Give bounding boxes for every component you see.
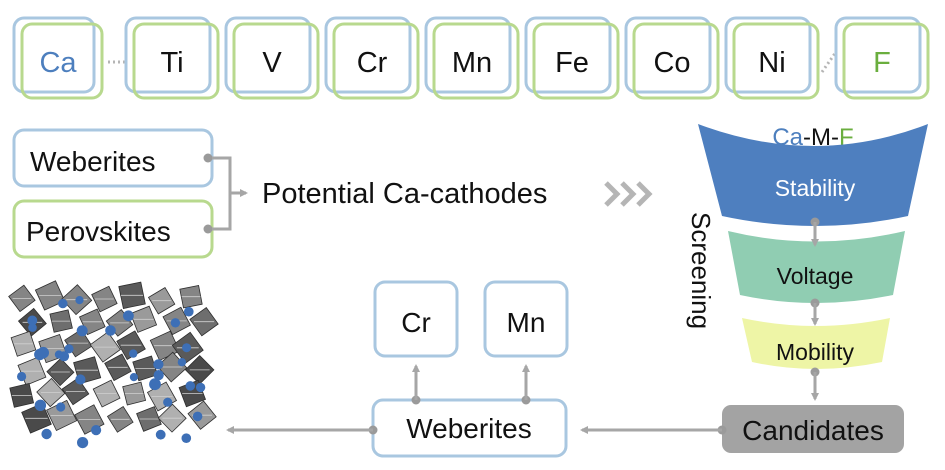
element-row: Ca Ti V Cr Mn: [12, 16, 930, 100]
element-symbol: Mn: [452, 47, 492, 79]
ca-atom-sphere: [58, 298, 68, 309]
funnel-stage-voltage: [728, 231, 905, 303]
weberites-box: Weberites: [12, 128, 214, 188]
ca-atom-sphere: [182, 343, 192, 353]
ca-atom-sphere: [27, 315, 38, 326]
chevron-arrows-icon: [604, 181, 653, 207]
element-symbol: Co: [653, 47, 690, 79]
element-symbol: Ni: [758, 47, 785, 79]
funnel-stage-stability: [698, 124, 928, 226]
ca-atom-sphere: [149, 378, 161, 391]
result-weberites-box: Weberites: [368, 398, 568, 458]
ca-atom-sphere: [192, 411, 203, 422]
element-symbol: Ti: [160, 47, 183, 79]
ca-atom-sphere: [75, 374, 86, 385]
element-card-ni: Ni: [724, 16, 820, 100]
ca-atom-sphere: [185, 381, 196, 391]
ca-atom-sphere: [181, 433, 192, 444]
ca-atom-sphere: [195, 382, 206, 393]
element-card-ca: Ca: [12, 16, 104, 100]
result-flow: Weberites Cr Mn: [226, 280, 727, 458]
ellipsis-dots-right: [820, 51, 838, 73]
ca-atom-sphere: [177, 358, 187, 367]
element-card-ti: Ti: [124, 16, 220, 100]
element-card-v: V: [224, 16, 320, 100]
perovskites-box: Perovskites: [12, 199, 214, 259]
candidates-box: Candidates: [722, 405, 904, 453]
element-symbol: Fe: [555, 47, 589, 79]
funnel-stage-mobility: [742, 318, 890, 369]
ca-atom-sphere: [91, 425, 102, 436]
screening-funnel: Ca-M-F Stability Voltage Mobility Screen…: [686, 124, 928, 401]
result-up-connectors: [411, 364, 531, 405]
ca-atom-sphere: [184, 306, 194, 317]
ca-atom-sphere: [64, 344, 74, 354]
ca-atom-sphere: [129, 349, 138, 358]
ca-atom-sphere: [34, 399, 47, 411]
element-symbol: Ca: [39, 47, 77, 79]
result-mn-label: Mn: [507, 307, 546, 338]
stage-label-voltage: Voltage: [777, 263, 854, 289]
ca-atom-sphere: [17, 371, 27, 382]
ca-atom-sphere: [170, 318, 181, 328]
element-symbol: V: [262, 47, 282, 79]
element-card-f: F: [834, 16, 930, 100]
perovskites-label: Perovskites: [26, 216, 171, 247]
result-mn-box: Mn: [483, 280, 569, 358]
element-symbol: F: [873, 47, 891, 79]
screening-side-label: Screening: [686, 212, 716, 329]
potential-cathodes-label: Potential Ca-cathodes: [262, 178, 547, 210]
stage-label-mobility: Mobility: [776, 339, 854, 365]
ca-atom-sphere: [129, 373, 138, 382]
ca-atom-sphere: [37, 346, 49, 359]
candidates-label: Candidates: [742, 415, 884, 446]
element-card-co: Co: [624, 16, 720, 100]
ca-atom-sphere: [77, 437, 89, 449]
element-card-fe: Fe: [524, 16, 620, 100]
structure-connector: [212, 156, 248, 231]
ca-atom-sphere: [28, 323, 37, 332]
element-card-cr: Cr: [324, 16, 420, 100]
ca-atom-sphere: [56, 402, 66, 412]
ca-atom-sphere: [54, 350, 64, 359]
crystal-structure-image: [8, 280, 219, 449]
result-weberites-label: Weberites: [406, 413, 532, 444]
ca-atom-sphere: [153, 359, 164, 370]
ca-atom-sphere: [75, 296, 84, 305]
ca-atom-sphere: [155, 429, 166, 440]
funnel-connectors: [810, 217, 820, 401]
ca-atom-sphere: [153, 370, 164, 381]
element-symbol: Cr: [357, 47, 388, 79]
ca-atom-sphere: [105, 325, 116, 336]
result-cr-box: Cr: [373, 280, 459, 358]
ca-atom-sphere: [41, 428, 52, 440]
element-card-mn: Mn: [424, 16, 520, 100]
ca-atom-sphere: [122, 310, 134, 322]
result-cr-label: Cr: [401, 307, 431, 338]
weberites-label: Weberites: [30, 146, 156, 177]
ca-atom-sphere: [76, 325, 88, 337]
ca-atom-sphere: [163, 397, 173, 407]
stage-label-stability: Stability: [775, 175, 856, 201]
